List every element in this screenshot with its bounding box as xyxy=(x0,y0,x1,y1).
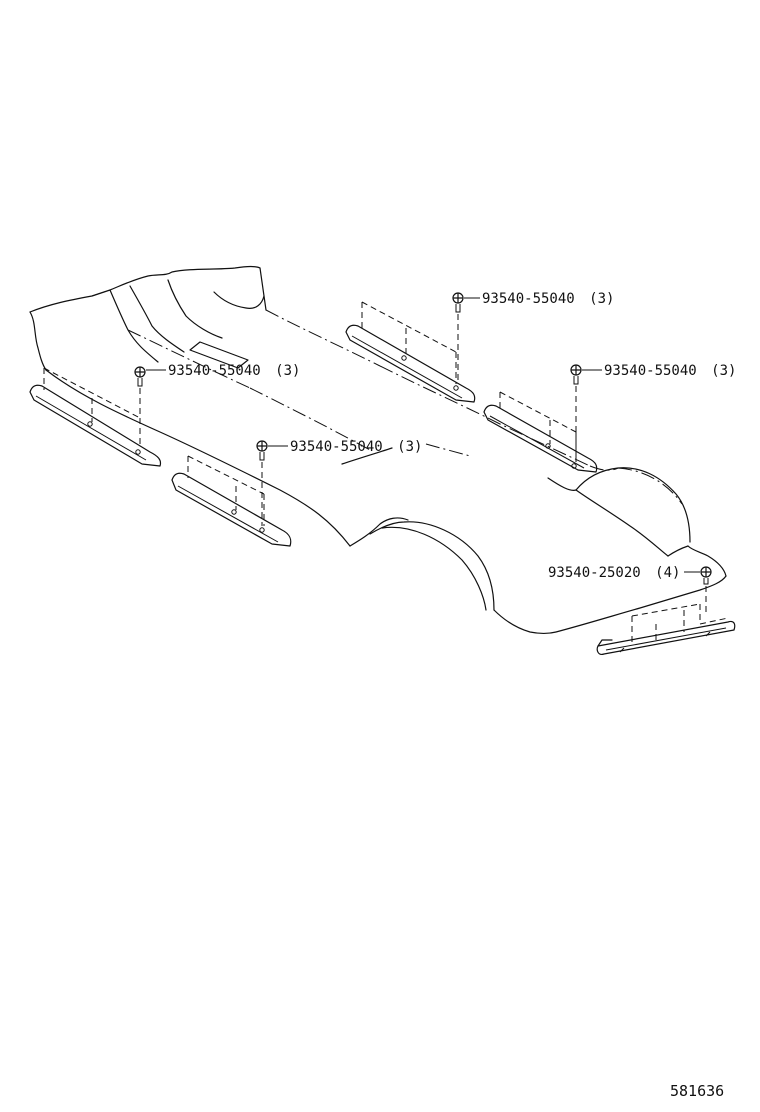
sill-pad-top-center xyxy=(345,301,476,403)
clip-fastener-2 xyxy=(256,440,268,526)
callout-quantity: (3) xyxy=(397,439,422,455)
callout-label-1: 93540-55040 (3) xyxy=(168,363,300,379)
callout-label-2: 93540-55040 (3) xyxy=(290,439,422,455)
sill-pad-rear xyxy=(596,603,736,655)
leader-lines xyxy=(146,297,700,573)
callout-quantity: (3) xyxy=(711,363,736,379)
callout-quantity: (3) xyxy=(275,363,300,379)
clip-fastener-5 xyxy=(700,566,712,612)
callout-label-3: 93540-55040 (3) xyxy=(482,291,614,307)
sill-pad-left-front xyxy=(29,367,162,467)
callout-part-number: 93540-55040 xyxy=(168,363,261,379)
callout-part-number: 93540-55040 xyxy=(290,439,383,455)
floor-carpet-outline xyxy=(29,265,727,635)
clip-fastener-4 xyxy=(570,364,582,462)
clip-fastener-3 xyxy=(452,292,464,384)
callout-label-4: 93540-55040 (3) xyxy=(604,363,736,379)
diagram-id: 581636 xyxy=(670,1082,724,1100)
sill-pad-center xyxy=(171,455,292,547)
callout-part-number: 93540-55040 xyxy=(604,363,697,379)
callout-label-5: 93540-25020 (4) xyxy=(548,565,680,581)
clip-fastener-1 xyxy=(134,366,146,448)
callout-quantity: (3) xyxy=(589,291,614,307)
callout-part-number: 93540-25020 xyxy=(548,565,641,581)
sill-pad-right xyxy=(483,391,598,473)
callout-quantity: (4) xyxy=(655,565,680,581)
callout-part-number: 93540-55040 xyxy=(482,291,575,307)
